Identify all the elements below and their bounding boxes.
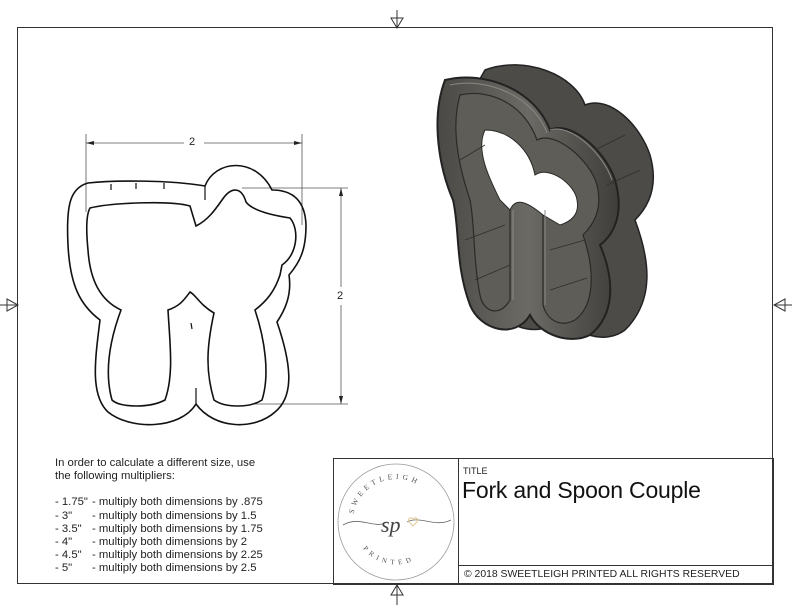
multiplier-row: - 3.5" - multiply both dimensions by 1.7… <box>55 523 263 536</box>
multiplier-size: - 3.5" <box>55 522 82 535</box>
left-middle-marker-icon <box>0 298 20 312</box>
multiplier-text: - multiply both dimensions by 1.5 <box>92 509 257 522</box>
right-middle-marker-icon <box>772 298 792 312</box>
multiplier-text: - multiply both dimensions by 2 <box>92 536 248 549</box>
multiplier-size: - 4.5" <box>55 549 82 562</box>
logo-bottom-text: PRINTED <box>361 544 411 566</box>
title-block: SWEETLEIGH PRINTED sp TITLE Fork and Spo… <box>333 458 774 585</box>
multiplier-size: - 1.75" <box>55 496 88 509</box>
copyright-text: © 2018 SWEETLEIGH PRINTED ALL RIGHTS RES… <box>464 569 740 580</box>
size-multiplier-notes: In order to calculate a different size, … <box>55 457 263 576</box>
title-label: TITLE <box>463 466 488 476</box>
multiplier-text: - multiply both dimensions by .875 <box>92 496 263 509</box>
drawing-title: Fork and Spoon Couple <box>462 477 701 503</box>
multiplier-text: - multiply both dimensions by 1.75 <box>92 522 263 535</box>
multiplier-row: - 4" - multiply both dimensions by 2 <box>55 536 263 549</box>
title-cell: TITLE Fork and Spoon Couple <box>459 459 773 566</box>
multiplier-size: - 4" <box>55 536 73 549</box>
multiplier-text: - multiply both dimensions by 2.25 <box>92 549 263 562</box>
multiplier-row: - 3" - multiply both dimensions by 1.5 <box>55 510 263 523</box>
multiplier-text: - multiply both dimensions by 2.5 <box>92 562 257 575</box>
heart-icon <box>408 517 418 527</box>
logo-cell: SWEETLEIGH PRINTED sp <box>334 459 459 584</box>
multiplier-row: - 1.75" - multiply both dimensions by .8… <box>55 496 263 509</box>
notes-intro-line-1: In order to calculate a different size, … <box>55 457 256 469</box>
height-dimension-label: 2 <box>335 290 346 302</box>
width-dimension-label: 2 <box>187 136 198 148</box>
notes-intro-line-2: the following multipliers: <box>55 470 175 483</box>
multiplier-row: - 4.5" - multiply both dimensions by 2.2… <box>55 549 263 562</box>
sweetleigh-printed-logo: SWEETLEIGH PRINTED sp <box>337 463 455 581</box>
top-center-marker-icon <box>390 10 404 29</box>
multiplier-row: - 5" - multiply both dimensions by 2.5 <box>55 562 263 575</box>
multiplier-size: - 5" <box>55 562 73 575</box>
bottom-center-marker-icon <box>390 584 404 605</box>
logo-monogram: sp <box>381 512 401 537</box>
cookie-cutter-3d-render <box>436 64 655 340</box>
svg-text:PRINTED: PRINTED <box>361 544 415 566</box>
multiplier-size: - 3" <box>55 509 73 522</box>
